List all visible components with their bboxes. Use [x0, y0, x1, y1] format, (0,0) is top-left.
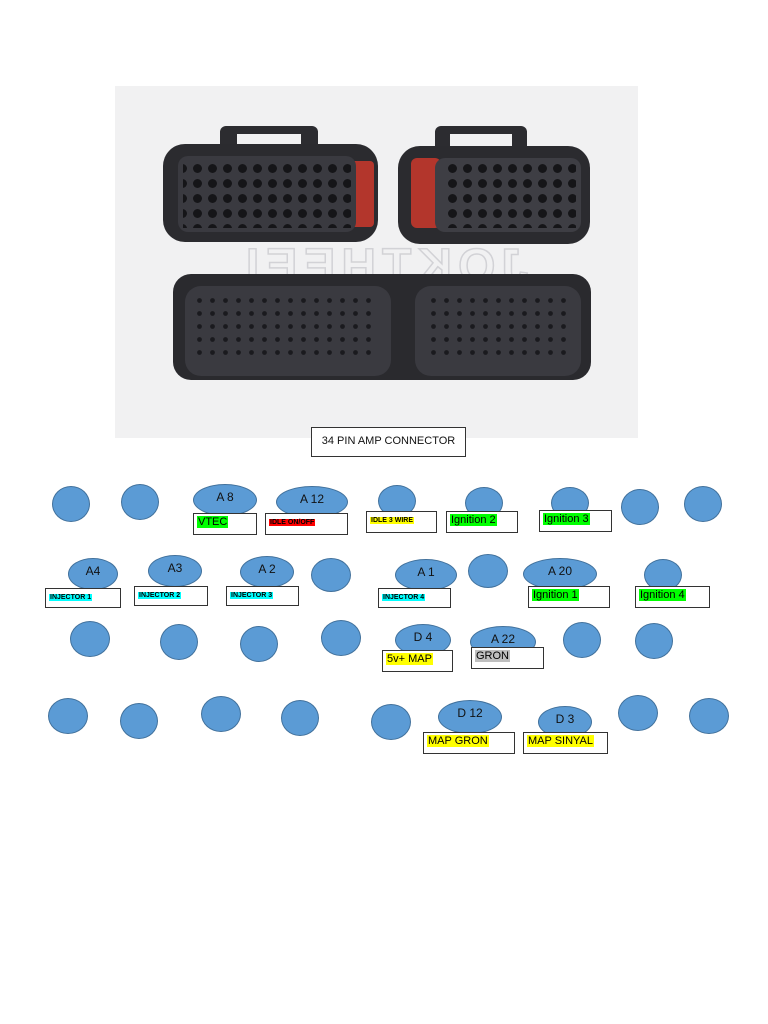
right-plug	[398, 126, 590, 244]
pin-a20: A 20	[523, 558, 597, 590]
pin-row2-8	[644, 559, 682, 591]
pin-row3-4	[321, 620, 361, 656]
pin-d12: D 12	[438, 700, 502, 734]
pin-row3-3	[240, 626, 278, 662]
pin-a3: A3	[148, 555, 202, 587]
label-idle-onoff: IDLE ON/OFF	[265, 513, 348, 535]
label-ignition-1: Ignition 1	[528, 586, 610, 608]
pin-row3-7	[563, 622, 601, 658]
left-plug	[163, 126, 378, 242]
pin-row4-1	[48, 698, 88, 734]
label-injector-4: INJECTOR 4	[378, 588, 451, 608]
pin-row3-2	[160, 624, 198, 660]
pin-row4-2	[120, 703, 158, 739]
pin-row4-9	[689, 698, 729, 734]
pin-a2: A 2	[240, 556, 294, 588]
label-injector-3: INJECTOR 3	[226, 586, 299, 606]
pin-row4-4	[281, 700, 319, 736]
label-ignition-4: Ignition 4	[635, 586, 710, 608]
label-map-sinyal: MAP SINYAL	[523, 732, 608, 754]
connector-photo: JOKTHEEL	[115, 86, 638, 438]
pin-row3-1	[70, 621, 110, 657]
connector-title: 34 PIN AMP CONNECTOR	[311, 427, 466, 457]
pin-row4-3	[201, 696, 241, 732]
pin-row1-1	[52, 486, 90, 522]
label-map-gron: MAP GRON	[423, 732, 515, 754]
pin-row3-8	[635, 623, 673, 659]
pin-a4: A4	[68, 558, 118, 590]
label-ignition-3: Ignition 3	[539, 510, 612, 532]
label-5v-map: 5v+ MAP	[382, 650, 453, 672]
ecu-header	[173, 274, 591, 380]
label-vtec: VTEC	[193, 513, 257, 535]
label-idle-3wire: IDLE 3 WIRE	[366, 511, 437, 533]
pin-row4-5	[371, 704, 411, 740]
label-gron: GRON	[471, 647, 544, 669]
pin-row1-2	[121, 484, 159, 520]
label-ignition-2: Ignition 2	[446, 511, 518, 533]
pin-a1: A 1	[395, 559, 457, 591]
label-injector-1: INJECTOR 1	[45, 588, 121, 608]
label-injector-2: INJECTOR 2	[134, 586, 208, 606]
pin-row1-9	[684, 486, 722, 522]
pin-row2-6	[468, 554, 508, 588]
pin-a12: A 12	[276, 486, 348, 518]
pin-a8: A 8	[193, 484, 257, 516]
pin-row1-8	[621, 489, 659, 525]
pin-row2-4	[311, 558, 351, 592]
pin-row4-8	[618, 695, 658, 731]
